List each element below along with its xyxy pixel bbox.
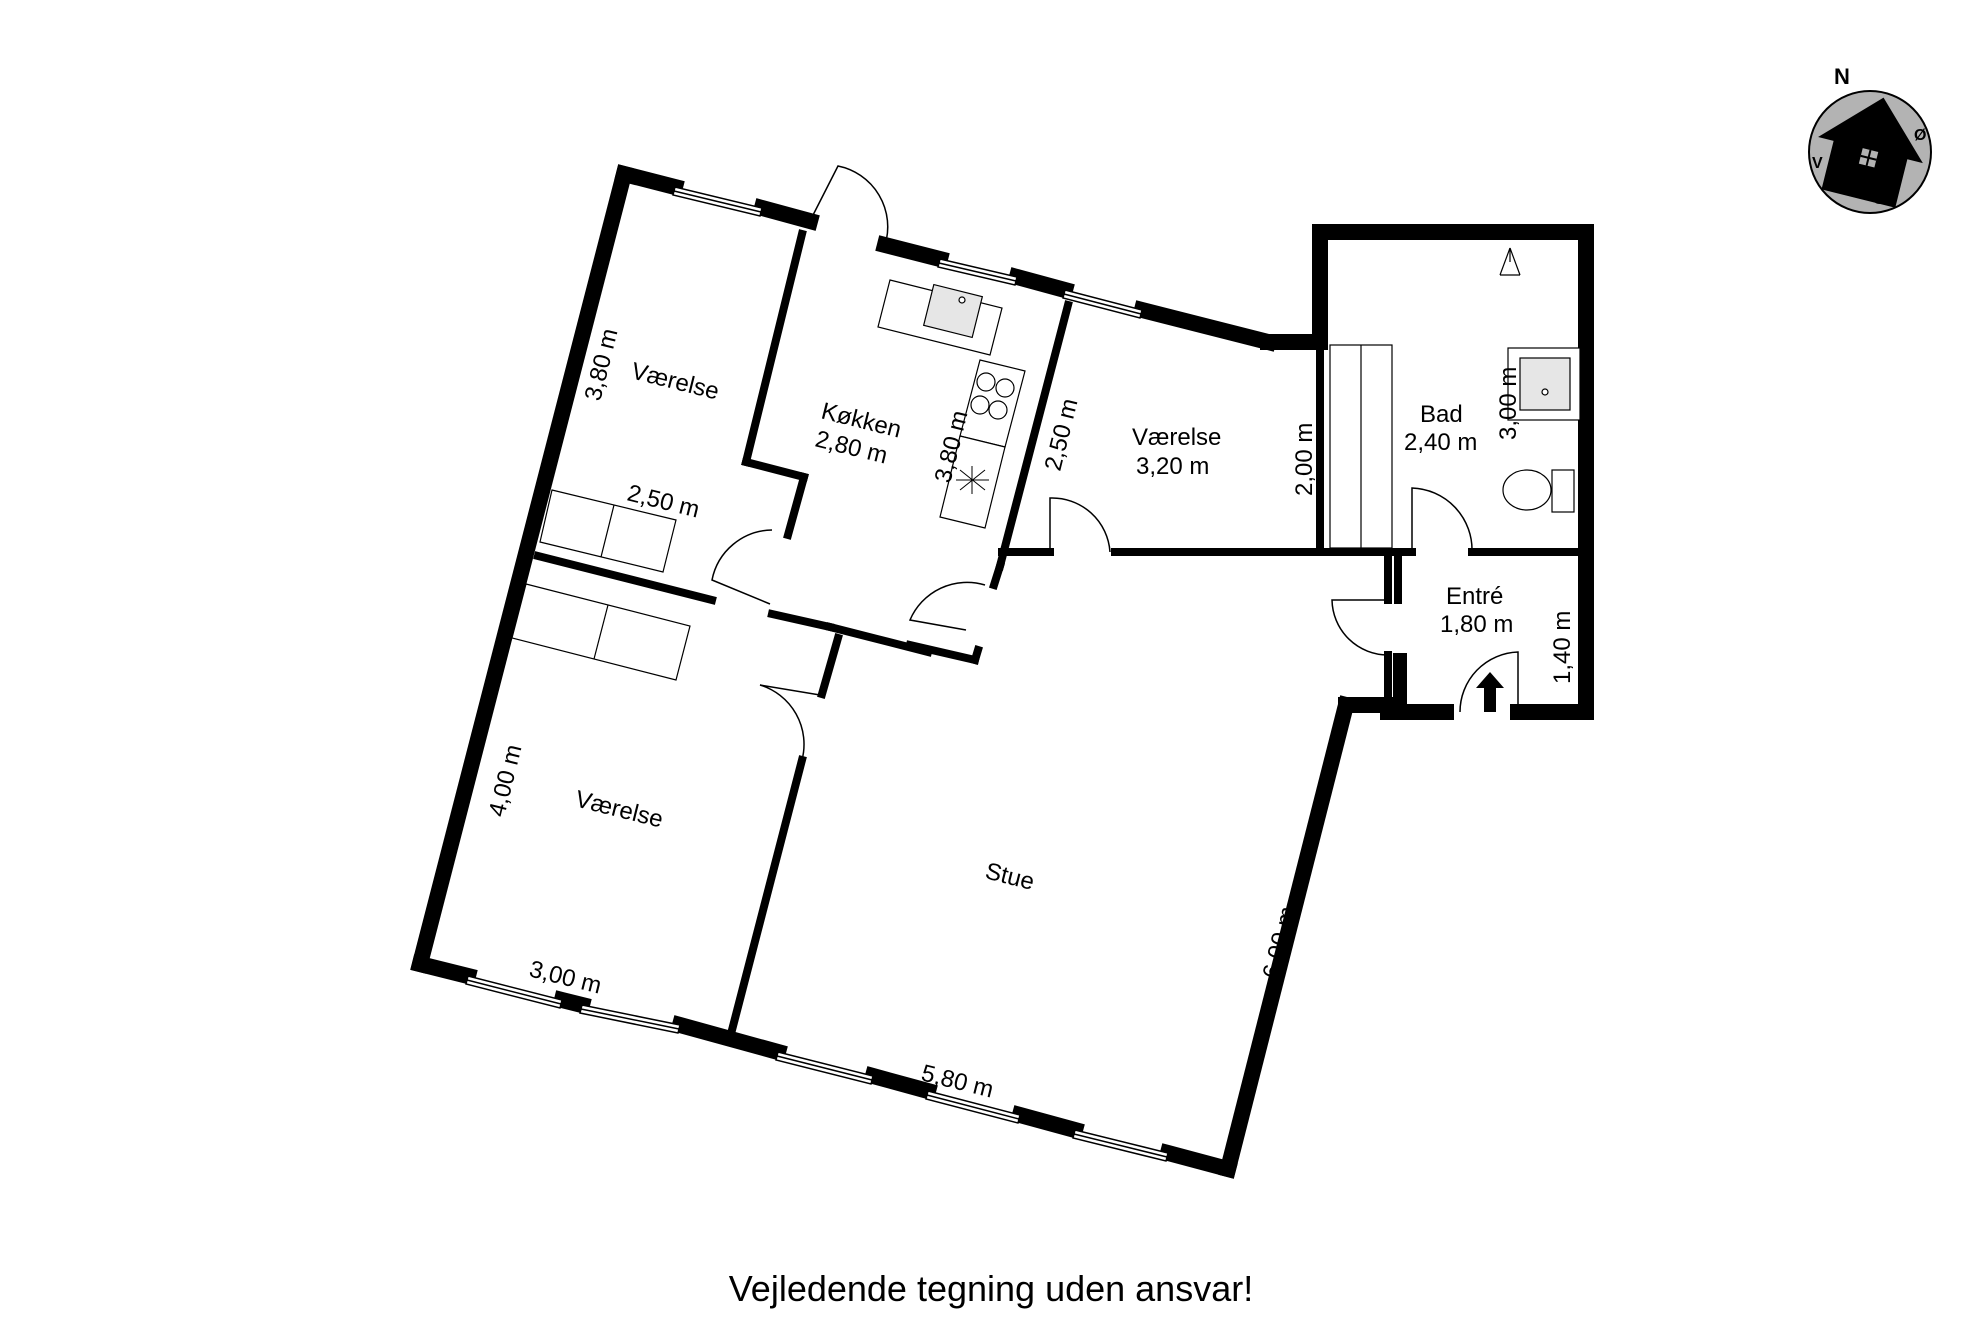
dim-depth-living: 6,00 m — [1258, 904, 1302, 982]
dim-depth-bedroom-sw: 4,00 m — [484, 742, 528, 820]
room-name-entrance: Entré — [1446, 583, 1503, 610]
wardrobes — [511, 344, 1393, 681]
windows — [465, 186, 1169, 1162]
dim-depth-right-bedroom-n: 2,00 m — [1291, 423, 1318, 496]
bathroom-fixtures — [1499, 247, 1581, 513]
room-width-bathroom: 2,40 m — [1404, 429, 1477, 456]
compass-west: V — [1812, 155, 1823, 172]
doors — [711, 165, 1519, 761]
wall-stubs — [1393, 545, 1593, 719]
entrance-arrow-icon — [1476, 672, 1504, 712]
room-width-entrance: 1,80 m — [1440, 611, 1513, 638]
kitchen-fixtures — [877, 279, 1026, 529]
light-icon — [1499, 247, 1521, 276]
room-name-bedroom-n: Værelse — [1132, 424, 1221, 451]
room-name-bathroom: Bad — [1420, 401, 1463, 428]
compass-north: N — [1834, 64, 1850, 89]
exterior-walls — [410, 164, 1594, 1179]
room-name-living: Stue — [983, 858, 1037, 896]
compass-south: S — [1874, 191, 1885, 208]
dim-depth-bathroom: 3,00 m — [1495, 367, 1522, 440]
compass-east: Ø — [1914, 127, 1926, 144]
room-width-bedroom-n: 3,20 m — [1136, 453, 1209, 480]
disclaimer-text: Vejledende tegning uden ansvar! — [728, 1268, 1254, 1309]
toilet-icon — [1502, 469, 1552, 511]
sink-icon — [922, 283, 984, 339]
compass: N Ø S V — [1808, 64, 1932, 214]
room-name-bedroom-nw: Værelse — [629, 358, 722, 406]
interior-walls — [533, 229, 1590, 1035]
dim-depth-entrance: 1,40 m — [1549, 611, 1576, 684]
house-compass-icon — [1818, 97, 1923, 208]
room-name-bedroom-sw: Værelse — [573, 786, 666, 834]
snowflake-icon — [956, 466, 989, 494]
dim-depth-left-bedroom-n: 2,50 m — [1040, 396, 1084, 474]
